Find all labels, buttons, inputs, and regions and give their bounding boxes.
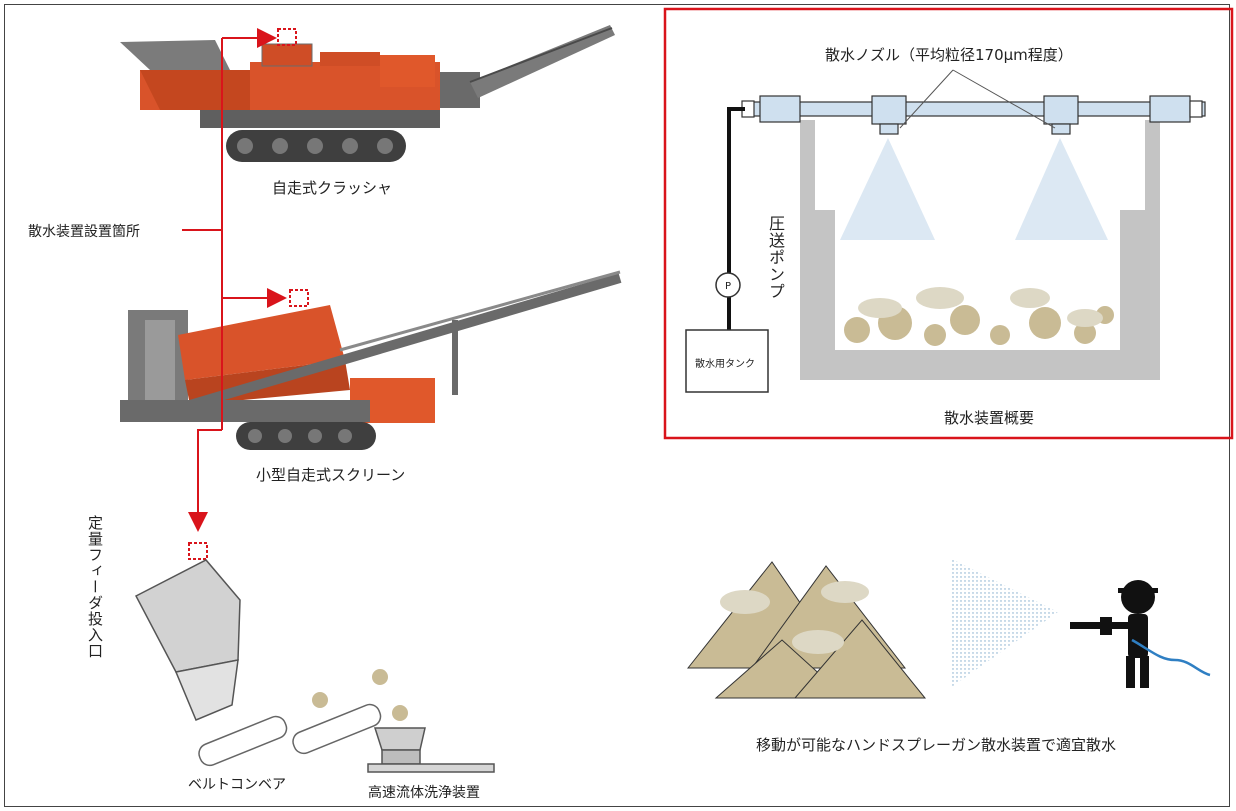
feeder-label: 定量フィーダ投入口 [86,515,104,659]
belt-conveyor-label: ベルトコンベア [188,777,286,793]
figure-frame [4,4,1230,807]
washer-label: 高速流体洗浄装置 [368,784,480,801]
tank-wall [800,120,1160,380]
nozzle-leaders [899,69,1056,129]
nozzle-icon [871,95,1079,135]
supply-hose [727,107,745,330]
mobile-screen-icon [120,270,622,450]
crusher-label: 自走式クラッシャ [272,179,392,197]
spray-mist [950,558,1058,688]
hose-icon [1131,638,1211,677]
worker-spray-gun-icon [1070,580,1158,688]
tank-label: 散水用タンク [695,357,755,370]
washer-icon [367,727,495,773]
pump-symbol-label: P [725,281,731,292]
pump-symbol [715,272,741,298]
spray-cones [840,138,1108,240]
soil-particles [312,669,408,721]
feeder-hopper-icon [134,559,241,721]
mobile-crusher-icon [120,25,615,162]
hand-spray-label: 移動が可能なハンドスプレーガン散水装置で適宜散水 [756,736,1116,754]
soil-pile [844,287,1114,346]
install-points-label: 散水装置設置箇所 [28,223,140,240]
belt-conveyor-icon [198,703,382,767]
overview-box [663,7,1234,440]
overview-label: 散水装置概要 [944,409,1034,427]
pump-label: 圧送ポンプ [766,215,785,300]
soil-mounds [686,561,927,699]
screen-label: 小型自走式スクリーン [256,466,405,484]
nozzle-label: 散水ノズル（平均粒径170μm程度） [825,46,1073,64]
install-point-markers [188,28,309,560]
spray-pipe [741,95,1206,123]
water-tank [685,329,769,393]
install-point-leaders [182,28,287,532]
